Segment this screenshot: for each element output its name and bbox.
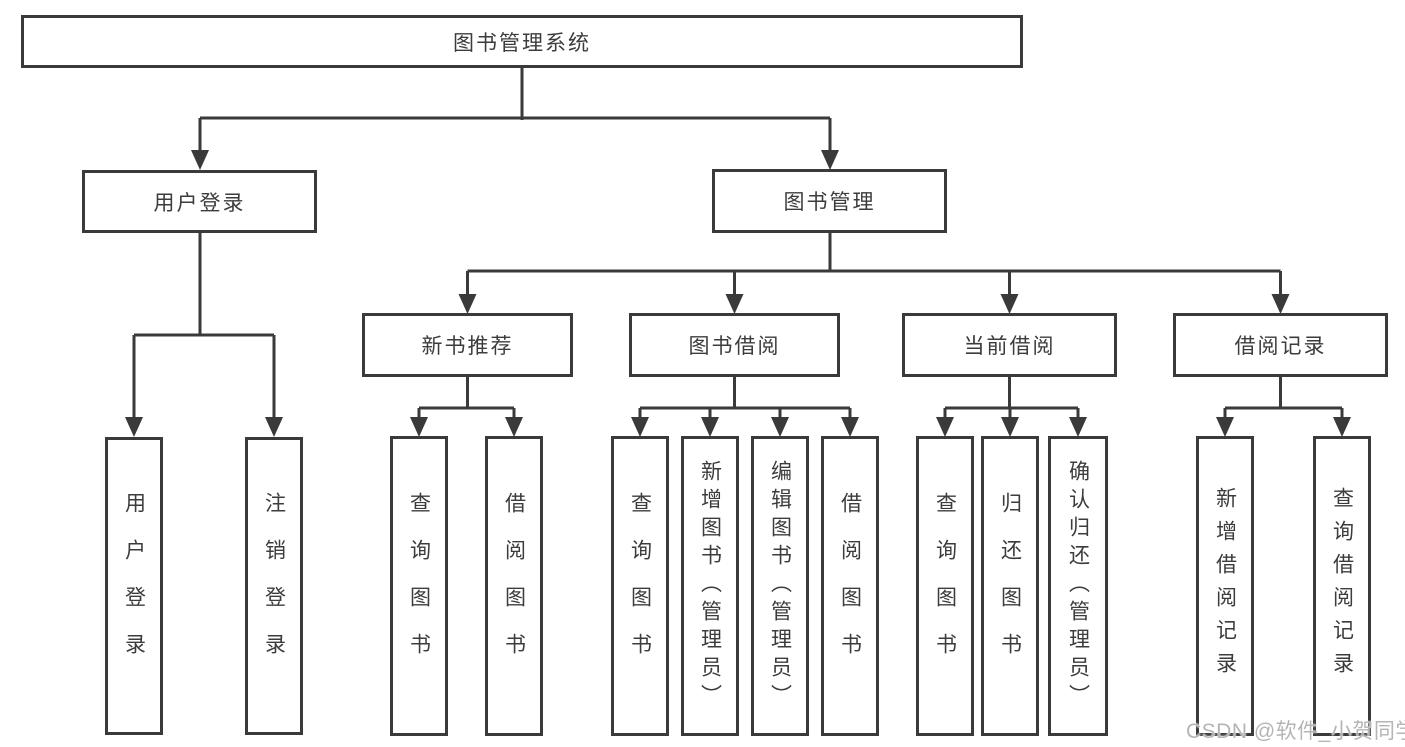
node-label: 用户登录 — [122, 492, 146, 680]
node-leaf-confirm-return-admin: 确认归还（管理员） — [1048, 436, 1108, 736]
node-label: 借阅记录 — [1234, 335, 1327, 358]
node-leaf-borrow-books-2: 借阅图书 — [821, 436, 879, 736]
connector-book-management-to-level3 — [466, 233, 1282, 296]
connector-borrowing-records-to-leaves — [1223, 377, 1344, 419]
connector-root-to-level2 — [198, 68, 832, 152]
node-label: 新增图书（管理员） — [698, 460, 722, 712]
node-root: 图书管理系统 — [21, 15, 1023, 68]
node-label: 查询图书 — [933, 492, 957, 680]
node-leaf-user-login: 用户登录 — [105, 437, 163, 735]
node-leaf-borrow-books-1: 借阅图书 — [485, 436, 543, 736]
node-label: 借阅图书 — [502, 492, 526, 680]
connector-new-book-recommend-to-leaves — [417, 377, 516, 419]
node-label: 查询图书 — [628, 492, 652, 680]
node-leaf-add-borrow-record: 新增借阅记录 — [1196, 436, 1254, 736]
node-user-login: 用户登录 — [82, 170, 317, 233]
node-leaf-query-books-3: 查询图书 — [916, 436, 974, 736]
node-label: 归还图书 — [998, 492, 1022, 680]
node-label: 图书管理系统 — [453, 31, 591, 55]
node-book-borrowing: 图书借阅 — [629, 313, 840, 377]
connector-current-borrowing-to-leaves — [943, 377, 1080, 419]
node-leaf-edit-books-admin: 编辑图书（管理员） — [751, 436, 809, 736]
node-label: 当前借阅 — [963, 335, 1056, 358]
connector-book-borrowing-to-leaves — [638, 377, 852, 419]
node-leaf-add-books-admin: 新增图书（管理员） — [681, 436, 739, 736]
node-label: 图书管理 — [783, 191, 876, 214]
node-label: 图书借阅 — [688, 335, 781, 358]
arrowheads — [125, 150, 1351, 437]
connector-user-login-to-leaves — [132, 233, 276, 419]
node-label: 新增借阅记录 — [1213, 487, 1237, 685]
node-label: 确认归还（管理员） — [1066, 460, 1090, 712]
node-label: 编辑图书（管理员） — [768, 460, 792, 712]
node-label: 查询图书 — [407, 492, 431, 680]
node-label: 用户登录 — [153, 191, 246, 215]
watermark: CSDN @软件_小贺同学 — [1186, 720, 1405, 743]
node-book-management: 图书管理 — [712, 169, 947, 233]
node-label: 新书推荐 — [421, 335, 514, 358]
node-current-borrowing: 当前借阅 — [902, 313, 1117, 377]
node-leaf-query-books-1: 查询图书 — [390, 436, 448, 736]
node-new-book-recommend: 新书推荐 — [362, 313, 573, 377]
node-leaf-return-books: 归还图书 — [981, 436, 1039, 736]
node-borrowing-records: 借阅记录 — [1173, 313, 1388, 377]
node-label: 注销登录 — [262, 492, 286, 680]
node-label: 查询借阅记录 — [1330, 487, 1354, 685]
node-leaf-query-books-2: 查询图书 — [611, 436, 669, 736]
node-label: 借阅图书 — [838, 492, 862, 680]
node-leaf-query-borrow-record: 查询借阅记录 — [1313, 436, 1371, 736]
node-leaf-logout: 注销登录 — [245, 437, 303, 735]
